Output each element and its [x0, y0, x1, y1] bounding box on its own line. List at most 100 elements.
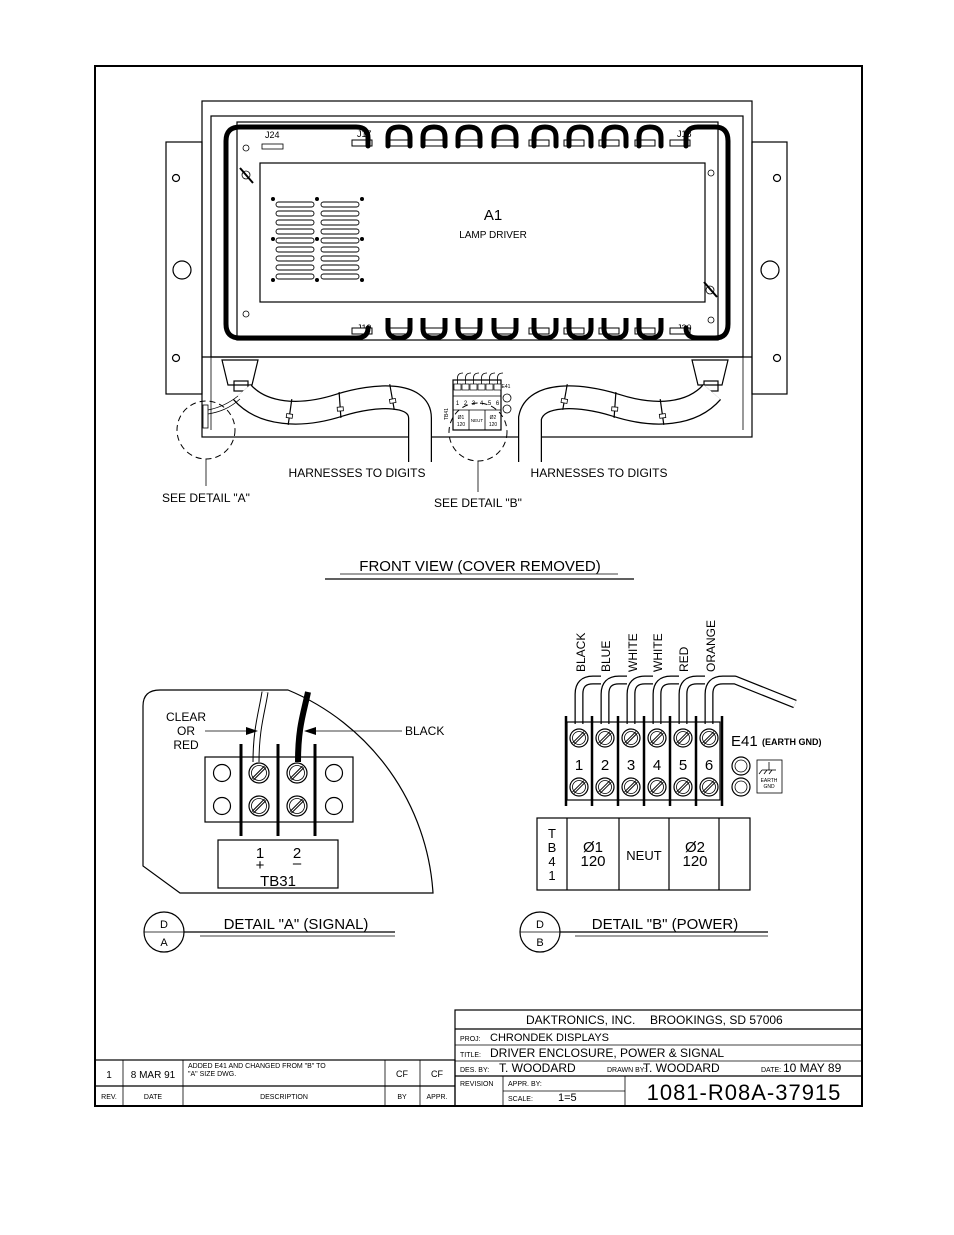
cable-tie-band: [659, 399, 665, 425]
screw-rim: [251, 798, 267, 814]
screw-rim: [598, 780, 612, 794]
terminal-screw-icon: [248, 762, 270, 784]
connector-j24: [261, 143, 284, 150]
tb31-terminal-2: 2: [293, 845, 301, 862]
detail-a: CLEAR OR RED BLACK 1 + 2 – TB31 D A DETA…: [142, 689, 444, 953]
harness-loop-top: [455, 124, 483, 149]
harness-loop-top: [491, 124, 519, 149]
board-connector-top: [563, 139, 585, 147]
terminal-screw-icon: [621, 777, 641, 797]
tb41-label-table: [536, 817, 751, 891]
vent-slot: [320, 264, 360, 271]
terminal-screw-icon: [699, 777, 719, 797]
screw-slot: [625, 732, 638, 745]
flange-hole: [171, 353, 181, 363]
board-connector-top: [598, 139, 620, 147]
vent-slot: [275, 246, 315, 253]
arrow-icon: [304, 727, 402, 735]
fv-terminal-screw: [469, 383, 478, 391]
screw-slot: [253, 767, 267, 781]
cable-tie-band: [562, 384, 568, 410]
cable-tie: [388, 384, 397, 410]
vent-slot: [320, 237, 360, 244]
vent-dot: [360, 197, 364, 201]
power-terminal-number-1: 1: [575, 757, 583, 774]
screw-head: [248, 762, 270, 784]
revision-number: 1: [106, 1070, 112, 1081]
left-harness-conduit: [202, 383, 432, 463]
cable-tie: [611, 391, 619, 419]
cable-tie: [336, 391, 344, 419]
cable-tie-head: [388, 397, 397, 404]
vent-slot: [275, 210, 315, 217]
revision-header-rev: REV.: [101, 1094, 117, 1101]
terminal-screw-icon: [647, 728, 667, 748]
cable-tie-head: [560, 397, 569, 404]
screw-slot: [651, 732, 664, 745]
tb31-label: TB31: [260, 873, 296, 890]
board-mount-hole: [242, 144, 250, 152]
cable-tie-band: [613, 391, 617, 419]
vent-slot: [320, 246, 360, 253]
signal-terminal-screws: [212, 744, 344, 836]
date-label: DATE:: [761, 1067, 781, 1074]
right-mounting-flange: [751, 141, 788, 395]
screw-rim: [702, 780, 716, 794]
terminal-screw-icon: [621, 728, 641, 748]
title-block-frame: [454, 1009, 863, 1107]
detail-b-caption: DETAIL "B" (POWER): [592, 916, 739, 933]
tb31-terminal-1-polarity: +: [256, 857, 265, 874]
board-connector-bottom: [351, 327, 373, 335]
screw-rim: [676, 731, 690, 745]
vent-dot: [271, 197, 275, 201]
tb31-terminal-2-polarity: –: [293, 855, 302, 872]
drawing-border: [94, 65, 863, 1107]
vent-slot: [320, 219, 360, 226]
screw-rim: [650, 731, 664, 745]
connector-label-j24: J24: [265, 130, 280, 140]
board-mount-hole: [707, 169, 715, 177]
drawing-number: 1081-R08A-37915: [647, 1080, 842, 1105]
board-component-area: [259, 162, 706, 303]
tb41-phase2-voltage: 120: [682, 853, 707, 870]
screw-slot: [625, 781, 638, 794]
arrow-icon: [205, 727, 258, 735]
flange-hole: [172, 260, 192, 280]
vent-dot: [315, 197, 319, 201]
board-connector-top: [422, 139, 444, 147]
see-detail-a-label: SEE DETAIL "A": [162, 491, 250, 505]
tb31-label-box: [217, 839, 339, 889]
power-wire-core: [601, 676, 627, 724]
screw-slot: [599, 732, 612, 745]
clear-or-red-label-line3: RED: [173, 738, 199, 752]
screw-slot: [677, 781, 690, 794]
clear-or-red-label-line1: CLEAR: [166, 710, 206, 724]
right-harness-loop: [683, 124, 731, 341]
screw-rim: [624, 780, 638, 794]
power-wire-core: [575, 676, 601, 724]
screw-slot: [291, 800, 305, 814]
revision-header-appr: APPR.: [426, 1094, 447, 1101]
title-label: TITLE:: [460, 1052, 481, 1059]
revision-by: CF: [396, 1069, 408, 1079]
board-ref: A1: [484, 207, 502, 224]
cable-tie-head: [336, 406, 344, 412]
screw-head: [286, 795, 308, 817]
vent-dot: [360, 278, 364, 282]
screw-rim: [572, 780, 586, 794]
board-connector-top: [387, 139, 409, 147]
screw-slot: [651, 781, 664, 794]
fv-terminal-wire: [481, 372, 488, 384]
power-wire-core: [653, 676, 679, 724]
cable-tie-band: [338, 391, 342, 419]
screw-slot: [572, 731, 585, 744]
mounting-hole: [324, 763, 344, 783]
fv-terminal-number: 2: [464, 401, 468, 407]
harness-label-right: HARNESSES TO DIGITS: [531, 466, 668, 480]
drawn-by-label: DRAWN BY:: [607, 1067, 646, 1074]
terminal-screw-icon: [569, 728, 589, 748]
screw-slot: [650, 731, 663, 744]
company-name: DAKTRONICS, INC.: [526, 1013, 635, 1027]
board-connector-top: [528, 139, 550, 147]
screw-slot: [289, 765, 303, 779]
